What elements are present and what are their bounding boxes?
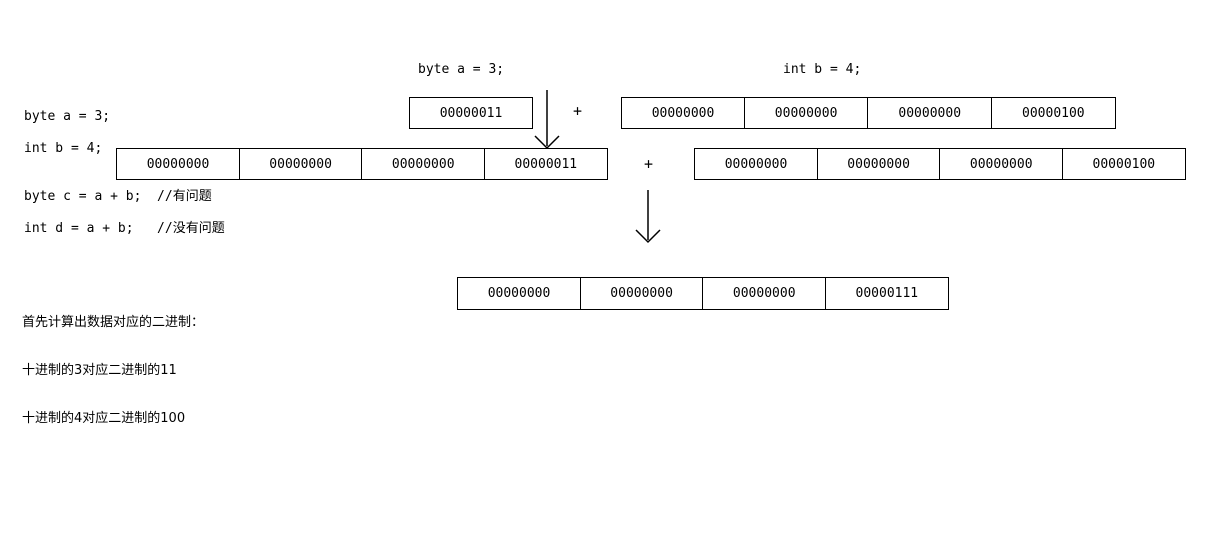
plus-operator-top: + (573, 102, 583, 120)
arrow-down-promote-icon (534, 90, 560, 150)
bit-cell: 00000100 (990, 97, 1116, 129)
bit-cell: 00000000 (694, 148, 818, 180)
bit-cell: 00000111 (824, 277, 949, 310)
bit-cell: 00000011 (409, 97, 533, 129)
code-line-int-b: int b = 4; (24, 141, 103, 156)
code-line-int-d: int d = a + b; //没有问题 (24, 221, 225, 236)
bit-cell: 00000100 (1061, 148, 1186, 180)
bit-cell: 00000000 (238, 148, 363, 180)
caption-byte-a: byte a = 3; (418, 62, 505, 77)
bit-cell: 00000011 (483, 148, 608, 180)
row-byte-a-single: 00000011 (409, 97, 533, 129)
notes-block: 首先计算出数据对应的二进制： 十进制的3对应二进制的11 十进制的4对应二进制的… (22, 283, 204, 459)
bit-cell: 00000000 (702, 277, 827, 310)
bit-cell: 00000000 (621, 97, 745, 129)
bit-cell: 00000000 (457, 277, 581, 310)
bit-cell: 00000000 (743, 97, 869, 129)
caption-int-b: int b = 4; (783, 62, 862, 77)
bit-cell: 00000000 (816, 148, 941, 180)
row-int-b-top: 00000000 00000000 00000000 00000100 (621, 97, 1116, 129)
code-line-byte-c: byte c = a + b; //有问题 (24, 189, 212, 204)
plus-operator-middle: + (644, 155, 654, 173)
bit-cell: 00000000 (361, 148, 486, 180)
code-line-byte-a: byte a = 3; (24, 109, 111, 124)
row-int-b-bottom: 00000000 00000000 00000000 00000100 (694, 148, 1186, 180)
bit-cell: 00000000 (939, 148, 1064, 180)
arrow-down-result-icon (635, 190, 661, 244)
row-result: 00000000 00000000 00000000 00000111 (457, 277, 949, 310)
note-line-2: 十进制的3对应二进制的11 (22, 363, 177, 378)
bit-cell: 00000000 (867, 97, 993, 129)
bit-cell: 00000000 (579, 277, 704, 310)
row-byte-a-promoted: 00000000 00000000 00000000 00000011 (116, 148, 608, 180)
bit-cell: 00000000 (116, 148, 240, 180)
note-line-3: 十进制的4对应二进制的100 (22, 411, 186, 426)
note-line-1: 首先计算出数据对应的二进制： (22, 315, 205, 330)
